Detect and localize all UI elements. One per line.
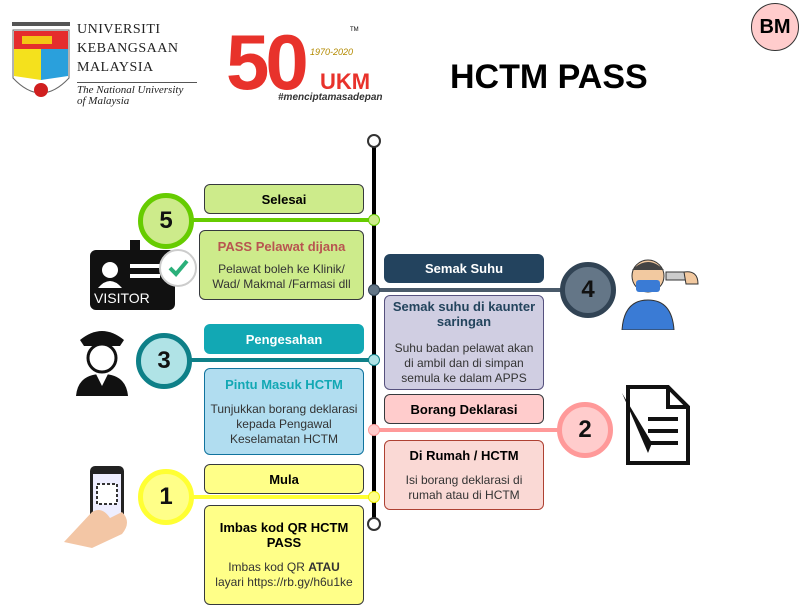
anniv-hashtag: #menciptamasadepan (278, 92, 383, 103)
step4-desc: Suhu badan pelawat akan di ambil dan di … (394, 341, 534, 385)
step1-desc-a: Imbas kod QR (228, 560, 309, 574)
step1-title: Imbas kod QR HCTM PASS (219, 520, 349, 550)
security-guard-icon (76, 331, 128, 396)
step3-title: Pintu Masuk HCTM (225, 376, 343, 392)
step3-label: Pengesahan (204, 324, 364, 354)
step2-desc: Isi borang deklarasi di rumah atau di HC… (405, 472, 523, 502)
step3-dot (368, 354, 380, 366)
page-title: HCTM PASS (450, 58, 648, 96)
logo-line2: KEBANGSAAN (77, 41, 179, 56)
step1-card: Imbas kod QR HCTM PASS Imbas kod QR ATAU… (204, 505, 364, 605)
step2-title: Di Rumah / HCTM (409, 447, 519, 463)
step4-card: Semak suhu di kaunter saringan Suhu bada… (384, 295, 544, 390)
step4-dot (368, 284, 380, 296)
step3-number: 3 (136, 333, 192, 389)
declaration-form-icon (622, 385, 690, 465)
visitor-badge-icon: VISITOR (90, 240, 200, 310)
step4-title: Semak suhu di kaunter saringan (392, 299, 536, 329)
language-toggle-button[interactable]: BM (751, 3, 799, 51)
anniv-number: 50 (226, 18, 309, 106)
step5-dot (368, 214, 380, 226)
step2-dot (368, 424, 380, 436)
anniv-brand: UKM (320, 69, 371, 94)
step3-connector (170, 358, 374, 362)
step5-connector (170, 218, 374, 222)
logo-sub1: The National University (77, 84, 184, 96)
logo-line3: MALAYSIA (77, 60, 154, 75)
temperature-check-icon (621, 259, 699, 330)
step4-connector (374, 288, 564, 292)
logo-sub2: of Malaysia (77, 95, 130, 107)
step1-connector (170, 495, 374, 499)
step2-connector (374, 428, 564, 432)
ukm-logo: UNIVERSITI KEBANGSAAN MALAYSIA The Natio… (10, 18, 200, 108)
step2-number: 2 (557, 402, 613, 458)
step5-label: Selesai (204, 184, 364, 214)
step1-label: Mula (204, 464, 364, 494)
timeline-start-dot (367, 517, 381, 531)
step4-number: 4 (560, 262, 616, 318)
step2-label: Borang Deklarasi (384, 394, 544, 424)
step1-dot (368, 491, 380, 503)
step3-desc: Tunjukkan borang deklarasi kepada Pengaw… (210, 401, 358, 446)
anniv-years: 1970-2020 (310, 47, 354, 57)
step2-card: Di Rumah / HCTM Isi borang deklarasi di … (384, 440, 544, 510)
step5-card: PASS Pelawat dijana Pelawat boleh ke Kli… (199, 230, 364, 300)
step5-title: PASS Pelawat dijana (217, 238, 346, 254)
timeline-axis (372, 146, 376, 520)
anniv-tm: TM (350, 27, 359, 33)
visitor-badge-text: VISITOR (94, 290, 150, 306)
timeline-end-dot (367, 134, 381, 148)
step1-desc-bold: ATAU (308, 560, 340, 574)
step5-number: 5 (138, 193, 194, 249)
phone-qr-scan-icon (64, 466, 127, 548)
anniversary-logo: 50 TM 1970-2020 UKM #menciptamasadepan (212, 18, 387, 110)
logo-line1: UNIVERSITI (77, 22, 161, 37)
step3-card: Pintu Masuk HCTM Tunjukkan borang deklar… (204, 368, 364, 455)
step1-number: 1 (138, 469, 194, 525)
ukm-crest-icon (12, 22, 70, 97)
step1-desc-b: layari https://rb.gy/h6u1ke (215, 575, 353, 589)
step4-label: Semak Suhu (384, 254, 544, 283)
step5-desc: Pelawat boleh ke Klinik/ Wad/ Makmal /Fa… (212, 261, 351, 291)
